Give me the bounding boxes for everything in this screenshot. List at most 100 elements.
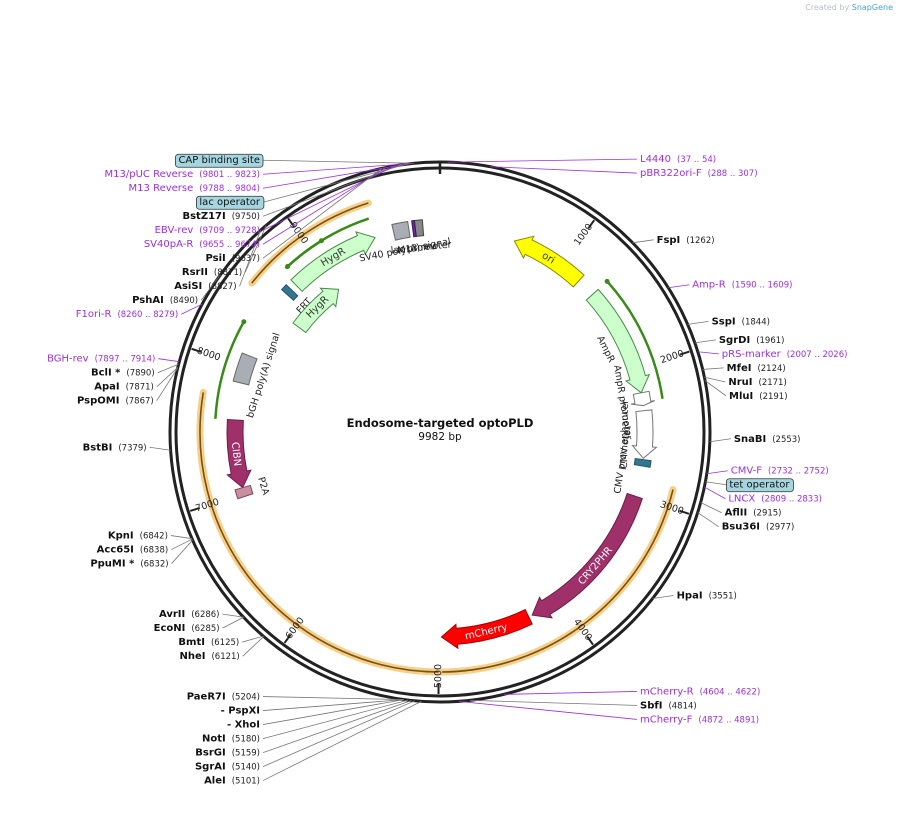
leader-hpai-36 [652, 595, 674, 599]
label-f1ori-r-13[interactable]: F1ori-R(8260 .. 8279) [76, 309, 178, 320]
label-text-ebv-rev-7: EBV-rev(9709 .. 9728) [155, 225, 260, 236]
label-nrui-44[interactable]: NruI(2171) [728, 377, 786, 388]
label-nhei-25[interactable]: NheI(6121) [179, 651, 239, 662]
label-coord: (2915) [753, 509, 781, 519]
feature-cibn-7[interactable] [226, 418, 252, 489]
label-hpai-36[interactable]: HpaI(3551) [677, 590, 737, 601]
plasmid-length: 9982 bp [418, 431, 462, 443]
label-m13-reverse-5[interactable]: M13 Reverse(9788 .. 9804) [129, 183, 260, 194]
feature-lac-promoter-14[interactable] [413, 219, 425, 237]
feature-mcherry-6[interactable] [440, 608, 533, 650]
label-alei-32[interactable]: AleI(5101) [204, 776, 260, 787]
label-text-m13-puc-reverse-3: M13/pUC Reverse(9801 .. 9823) [105, 169, 260, 180]
label-bstz17i-6[interactable]: BstZ17I(9750) [182, 211, 260, 222]
label-box-cap-binding-site [175, 153, 264, 168]
label-coord: (4604 .. 4622) [700, 687, 761, 697]
label-l4440-1[interactable]: L4440(37 .. 54) [640, 154, 716, 165]
label-m13-puc-reverse-3[interactable]: M13/pUC Reverse(9801 .. 9823) [105, 169, 260, 180]
label-bgh-rev-14[interactable]: BGH-rev(7897 .. 7914) [47, 354, 155, 365]
label-xhoi-28[interactable]: - XhoI [227, 720, 260, 731]
label-coord: (8490) [170, 296, 198, 306]
label-kpni-19[interactable]: KpnI(6842) [108, 531, 168, 542]
label-coord: (1262) [686, 236, 714, 246]
label-name: SnaBI [734, 434, 766, 445]
label-pbr322ori-f-2[interactable]: pBR322ori-F(288 .. 307) [640, 168, 758, 179]
label-bsrgi-30[interactable]: BsrGI(5159) [195, 748, 260, 759]
label-lac-operator-4[interactable]: lac operator [196, 195, 265, 210]
label-coord: (7890) [126, 369, 154, 379]
label-sgrai-31[interactable]: SgrAI(5140) [195, 762, 260, 773]
label-pspomi-17[interactable]: PspOMI(7867) [77, 396, 154, 407]
label-asisi-11[interactable]: AsiSI(8827) [174, 281, 236, 292]
label-fspi-50[interactable]: FspI(1262) [657, 235, 715, 246]
label-prs-marker-46[interactable]: pRS-marker(2007 .. 2026) [722, 349, 848, 360]
label-text-f1ori-r-13: F1ori-R(8260 .. 8279) [76, 309, 178, 320]
label-text-hpai-36: HpaI(3551) [677, 590, 737, 601]
label-aflii-38[interactable]: AflII(2915) [725, 508, 782, 519]
label-name: BstZ17I [182, 211, 225, 222]
label-mcherry-f-33[interactable]: mCherry-F(4872 .. 4891) [640, 714, 759, 725]
label-mfei-45[interactable]: MfeI(2124) [727, 363, 786, 374]
label-paer7i-26[interactable]: PaeR7I(5204) [187, 692, 260, 703]
label-name: HpaI [677, 590, 703, 601]
label-acc65i-20[interactable]: Acc65I(6838) [97, 545, 169, 556]
label-mlui-43[interactable]: MluI(2191) [729, 391, 787, 402]
feature-m13-rev-15[interactable] [411, 219, 417, 238]
label-text-fspi-50: FspI(1262) [657, 235, 715, 246]
label-cmv-f-41[interactable]: CMV-F(2732 .. 2752) [731, 466, 829, 477]
label-bsu36i-37[interactable]: Bsu36I(2977) [722, 522, 795, 533]
label-econi-23[interactable]: EcoNI(6285) [154, 623, 220, 634]
label-text-bstz17i-6: BstZ17I(9750) [182, 211, 260, 222]
label-cap-binding-site-0[interactable]: CAP binding site [175, 153, 264, 168]
label-text-sgrai-31: SgrAI(5140) [195, 762, 260, 773]
label-snabi-42[interactable]: SnaBI(2553) [734, 434, 801, 445]
label-sv40pa-r-8[interactable]: SV40pA-R(9655 .. 9674) [144, 239, 260, 250]
tick-6000 [283, 634, 292, 644]
label-pshai-12[interactable]: PshAI(8490) [132, 295, 198, 306]
label-text-mlui-43: MluI(2191) [729, 391, 787, 402]
label-name: MfeI [727, 363, 752, 374]
feature-p2a-8[interactable] [234, 484, 254, 500]
feature-cmv-enhancer-3[interactable] [631, 409, 658, 460]
label-leaders [149, 158, 731, 781]
label-sspi-48[interactable]: SspI(1844) [712, 316, 770, 327]
label-apai-16[interactable]: ApaI(7871) [94, 382, 154, 393]
label-psii-9[interactable]: PsiI(9637) [205, 253, 260, 264]
label-text-ppumi-21: PpuMI *(6832) [90, 559, 168, 570]
label-noti-29[interactable]: NotI(5180) [202, 734, 260, 745]
label-amp-r-49[interactable]: Amp-R(1590 .. 1609) [692, 280, 792, 291]
label-sgrdi-47[interactable]: SgrDI(1961) [719, 335, 785, 346]
label-ebv-rev-7[interactable]: EBV-rev(9709 .. 9728) [155, 225, 260, 236]
feature-hygr-11[interactable] [290, 231, 376, 293]
label-pspxi-27[interactable]: - PspXI [221, 706, 260, 717]
feature-sv40-poly-a-signal-13[interactable] [391, 220, 411, 241]
feature-ampr-promoter-2[interactable] [630, 390, 655, 407]
label-bmti-24[interactable]: BmtI(6125) [178, 637, 239, 648]
label-bstbi-18[interactable]: BstBI(7379) [83, 442, 147, 453]
feature-cmv-promoter-4[interactable] [633, 457, 652, 468]
leader-xhoi-28 [262, 699, 404, 725]
feature-cry2phr-5[interactable] [531, 492, 643, 619]
label-lncx-39[interactable]: LNCX(2809 .. 2833) [728, 494, 822, 505]
cds-band-line-2 [251, 202, 369, 284]
label-bcli-15[interactable]: BclI *(7890) [91, 368, 155, 379]
label-avrii-22[interactable]: AvrII(6286) [159, 609, 220, 620]
feature-label-m13-rev-15: M13 rev [397, 241, 437, 257]
label-coord: (6121) [211, 652, 239, 662]
label-name: BmtI [178, 637, 205, 648]
feature-ori-0[interactable] [513, 235, 585, 288]
label-text-cap-binding-site-0: CAP binding site [178, 155, 260, 166]
label-name: PsiI [205, 253, 225, 264]
label-name: mCherry-F [640, 714, 693, 725]
label-sbfi-34[interactable]: SbfI(4814) [640, 700, 697, 711]
label-mcherry-r-35[interactable]: mCherry-R(4604 .. 4622) [640, 686, 760, 697]
label-rsrii-10[interactable]: RsrII(8871) [182, 267, 242, 278]
label-tet-operator-40[interactable]: tet operator [725, 478, 794, 493]
label-coord: (5159) [232, 749, 260, 759]
label-ppumi-21[interactable]: PpuMI *(6832) [90, 559, 168, 570]
feature-hygr-12[interactable] [292, 287, 340, 334]
leader-rsrii-10 [244, 225, 267, 273]
snapgene-logo: SnapGene [851, 3, 893, 12]
feature-frt-10[interactable] [280, 283, 299, 301]
feature-bgh-poly-a-signal-9[interactable] [232, 352, 258, 386]
